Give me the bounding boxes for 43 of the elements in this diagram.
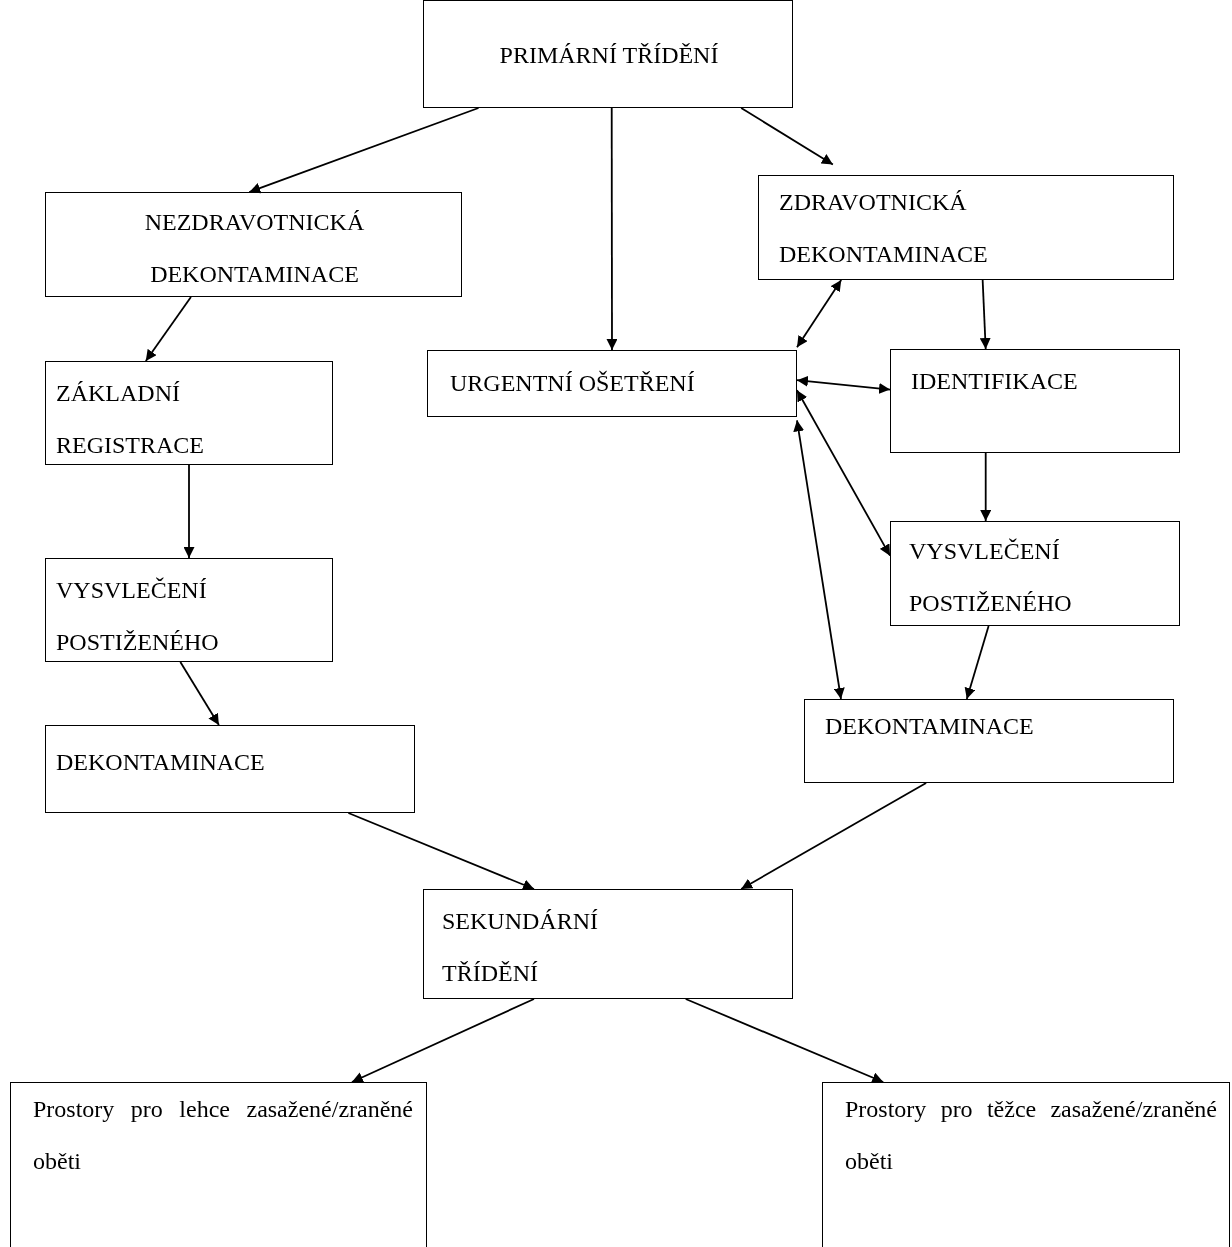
process-box	[822, 1082, 1230, 1247]
arrow	[980, 452, 992, 522]
arrow	[740, 107, 834, 166]
box-label: DEKONTAMINACE	[56, 748, 266, 777]
arrow	[248, 107, 480, 194]
box-label: URGENTNÍ OŠETŘENÍ	[450, 369, 696, 398]
arrow	[793, 419, 845, 700]
arrow	[979, 279, 991, 350]
box-label: PRIMÁRNÍ TŘÍDĚNÍ	[498, 41, 720, 70]
arrow	[179, 661, 220, 726]
arrow	[144, 296, 192, 362]
process-box	[423, 889, 793, 999]
process-box	[890, 521, 1180, 626]
box-label: Prostory pro lehce zasažené/zraněné oběti	[33, 1095, 413, 1176]
process-box	[45, 361, 333, 465]
arrow	[183, 464, 195, 559]
box-label: VYSVLEČENÍ POSTIŽENÉHO	[56, 576, 220, 657]
process-box	[45, 192, 462, 297]
process-box	[427, 350, 797, 417]
box-label: Prostory pro těžce zasažené/zraněné oběti	[845, 1095, 1217, 1176]
arrow	[351, 998, 535, 1083]
process-box	[890, 349, 1180, 453]
process-box	[10, 1082, 427, 1247]
process-box	[45, 558, 333, 662]
box-label: VYSVLEČENÍ POSTIŽENÉHO	[909, 537, 1073, 618]
arrow	[740, 782, 927, 890]
arrow	[964, 625, 990, 700]
process-box	[758, 175, 1174, 280]
process-box	[423, 0, 793, 108]
box-label: DEKONTAMINACE	[825, 712, 1035, 741]
box-label: ZDRAVOTNICKÁ DEKONTAMINACE	[779, 188, 989, 269]
arrow	[796, 375, 891, 394]
box-label: SEKUNDÁRNÍ TŘÍDĚNÍ	[442, 907, 599, 988]
box-label: ZÁKLADNÍ REGISTRACE	[56, 379, 205, 460]
arrow	[796, 279, 843, 349]
arrow	[606, 107, 618, 351]
process-box	[804, 699, 1174, 783]
arrow	[796, 389, 891, 557]
arrow	[684, 998, 885, 1083]
process-box	[45, 725, 415, 813]
box-label: NEZDRAVOTNICKÁ DEKONTAMINACE	[143, 208, 366, 289]
box-label: IDENTIFIKACE	[911, 367, 1079, 396]
arrow	[347, 812, 535, 890]
